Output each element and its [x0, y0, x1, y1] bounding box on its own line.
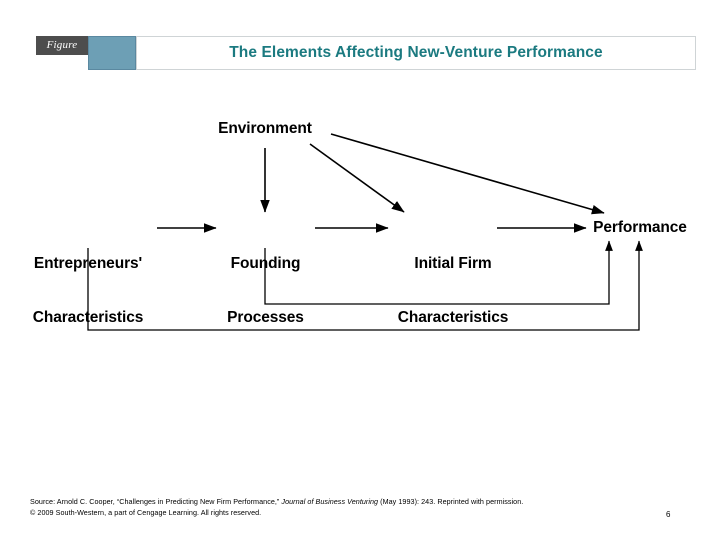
node-founding-line1: Founding [230, 255, 301, 272]
title-box: The Elements Affecting New-Venture Perfo… [136, 36, 696, 70]
source-suffix: (May 1993): 243. Reprinted with permissi… [378, 497, 524, 506]
figure-header: Figure The Elements Affecting New-Ventur… [36, 34, 696, 72]
node-entrepreneurs-line2: Characteristics [32, 309, 144, 326]
copyright-note: © 2009 South-Western, a part of Cengage … [30, 507, 262, 517]
node-initial-firm-line2: Characteristics [397, 309, 509, 326]
edge-environment-to-performance [330, 133, 605, 215]
source-prefix: Source: Arnold C. Cooper, “Challenges in… [30, 497, 282, 506]
page-title: The Elements Affecting New-Venture Perfo… [229, 44, 603, 61]
figure-color-swatch [88, 36, 136, 70]
node-founding-line2: Processes [227, 309, 304, 326]
source-journal-title: Journal of Business Venturing [281, 497, 379, 506]
node-environment: Environment [218, 120, 312, 137]
node-entrepreneurs-line1: Entrepreneurs' [33, 255, 143, 272]
node-founding-processes: Founding Processes [208, 219, 323, 345]
figure-tab-label: Figure [36, 36, 88, 55]
node-initial-firm-line1: Initial Firm [414, 255, 492, 272]
edge-founding-to-performance-loop [264, 240, 613, 305]
edge-entrepreneurs-to-performance-loop [87, 240, 643, 331]
page-number: 6 [666, 510, 671, 519]
footer: Source: Arnold C. Cooper, “Challenges in… [30, 497, 670, 518]
edge-environment-to-initial-firm [309, 143, 405, 213]
node-performance: Performance [593, 219, 687, 236]
node-entrepreneurs-characteristics: Entrepreneurs' Characteristics [23, 219, 153, 345]
node-initial-firm-characteristics: Initial Firm Characteristics [388, 219, 518, 345]
source-note: Source: Arnold C. Cooper, “Challenges in… [30, 497, 670, 508]
